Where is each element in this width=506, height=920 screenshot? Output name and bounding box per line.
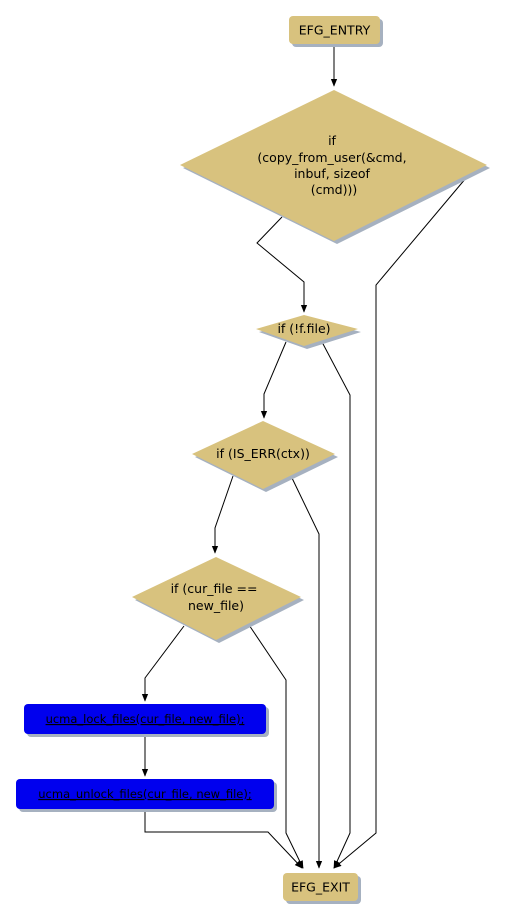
action-lock-files[interactable]: ucma_lock_files(cur_file, new_file); xyxy=(24,704,269,737)
decision-copy-from-user: if (copy_from_user(&cmd, inbuf, sizeof (… xyxy=(180,90,490,244)
edge-file-to-exit xyxy=(321,341,351,869)
entry-label: EFG_ENTRY xyxy=(299,23,371,38)
entry-node: EFG_ENTRY xyxy=(289,16,383,47)
decision-file: if (!f.file) xyxy=(256,315,361,349)
decision-cur-file: if (cur_file == new_file) xyxy=(132,557,304,643)
edge-file-to-ctx xyxy=(260,341,287,419)
exit-label: EFG_EXIT xyxy=(291,880,350,895)
edge-copy-to-file xyxy=(256,216,308,313)
edge-copy-to-exit xyxy=(333,177,467,869)
decision-file-text: if (!f.file) xyxy=(277,321,330,336)
exit-node: EFG_EXIT xyxy=(283,873,361,904)
action-unlock-files[interactable]: ucma_unlock_files(cur_file, new_file); xyxy=(16,779,277,812)
edge-ctx-to-cur xyxy=(211,475,234,554)
edges xyxy=(141,44,467,869)
edge-cur-to-exit xyxy=(246,621,304,869)
decision-ctx: if (IS_ERR(ctx)) xyxy=(192,421,338,492)
edge-cur-to-lock xyxy=(141,625,185,702)
action-unlock-files-label[interactable]: ucma_unlock_files(cur_file, new_file); xyxy=(38,787,251,801)
action-lock-files-label[interactable]: ucma_lock_files(cur_file, new_file); xyxy=(46,712,245,726)
decision-ctx-text: if (IS_ERR(ctx)) xyxy=(216,446,310,461)
decision-cur-file-text: if (cur_file == new_file) xyxy=(171,581,262,613)
edge-ctx-to-exit xyxy=(291,477,323,869)
decision-copy-from-user-text: if (copy_from_user(&cmd, inbuf, sizeof (… xyxy=(257,133,410,197)
edge-unlock-to-exit xyxy=(144,807,303,869)
